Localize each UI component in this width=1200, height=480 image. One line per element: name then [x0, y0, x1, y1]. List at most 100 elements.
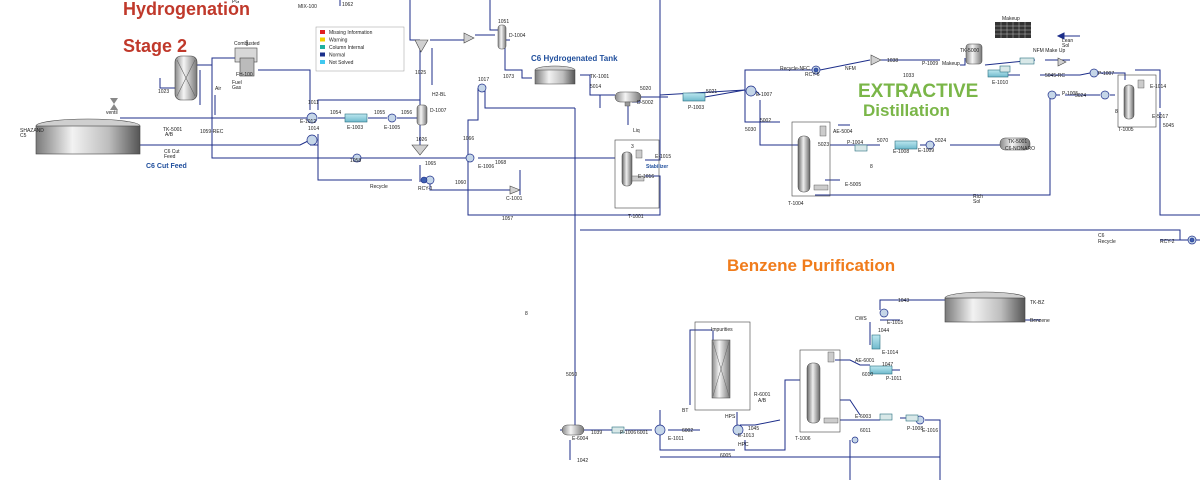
label-impurities: Impurities	[711, 327, 733, 333]
storage-tank-tk5001[interactable]	[35, 118, 141, 155]
column-t1001[interactable]	[614, 139, 660, 209]
label-s1066: 1066	[463, 136, 474, 142]
label-t1004: T-1004	[788, 201, 804, 207]
c6-tank-caption: C6 Hydrogenated Tank	[531, 54, 618, 63]
drum-d1004[interactable]	[497, 24, 507, 50]
label-d1004: D-1004	[509, 33, 526, 39]
label-liq: Liq	[633, 128, 640, 134]
label-pg: PG	[232, 0, 239, 5]
heat-exchangers[interactable]	[344, 69, 1009, 375]
tank-c6-nonaro[interactable]	[999, 137, 1031, 151]
drum-e6004[interactable]	[561, 424, 585, 436]
label-p1006: P-1006	[620, 430, 636, 436]
legend-label: Missing Information	[329, 30, 373, 36]
label-c1001: C-1001	[506, 196, 523, 202]
label-s1044: 1044	[878, 328, 889, 334]
label-s1017: 1017	[478, 77, 489, 83]
reactor-r6001[interactable]	[694, 321, 751, 411]
legend-swatch	[320, 45, 325, 49]
recycle-blocks[interactable]	[420, 67, 1195, 243]
label-s6001: 6001	[637, 430, 648, 436]
pumps[interactable]	[611, 57, 1035, 434]
label-shazand: SHAZAND	[20, 128, 44, 134]
label-t1006: T-1006	[795, 436, 811, 442]
label-tk5000: TK-5000	[960, 48, 979, 54]
mixers-compressors[interactable]	[411, 32, 1067, 195]
label-e1014: E-1014	[1150, 84, 1166, 90]
reactor-vessel[interactable]	[174, 55, 198, 101]
label-d1007: D-1007	[430, 108, 447, 114]
label-s5070: 5070	[877, 138, 888, 144]
label-s1011: 1011	[308, 100, 319, 106]
label-c5: C5	[20, 133, 27, 139]
label-rcy6: RCY-6	[805, 72, 820, 78]
label-makeup: Makeup	[942, 61, 960, 67]
label-s1056: 1056	[401, 110, 412, 116]
legend-swatch	[320, 52, 325, 57]
section-stage2-title: Stage 2	[123, 36, 187, 56]
stream-lines	[120, 0, 1200, 480]
drum-d1007[interactable]	[416, 104, 428, 126]
label-s5050: 5050	[566, 372, 577, 378]
label-s5023: 5023	[818, 142, 829, 148]
label-s1023: 1023	[158, 89, 169, 95]
label-s1015: E-1015	[655, 154, 671, 160]
label-s5021: 5021	[706, 89, 717, 95]
legend-swatch	[320, 60, 325, 64]
label-mix100: MIX-100	[298, 4, 317, 10]
makeup-tank-tk5000[interactable]	[965, 43, 983, 65]
label-s5014: 5014	[590, 84, 601, 90]
label-tk5001b: TK-5001	[1008, 139, 1027, 145]
column-t1006[interactable]	[799, 349, 841, 433]
label-fuel: Fuel	[232, 80, 242, 86]
label-p1011: P-1011	[886, 376, 902, 382]
label-r6001: R-6001	[754, 392, 771, 398]
label-s1058: 1058	[350, 158, 361, 164]
label-s5045: 5045	[1163, 123, 1174, 129]
label-s1054: 1054	[330, 110, 341, 116]
fired-heater-fh100[interactable]	[234, 40, 258, 77]
label-sol: Sol	[1062, 43, 1069, 49]
column-t1005[interactable]	[1117, 74, 1157, 128]
label-s5045rc: 5045-RC	[1045, 73, 1065, 79]
label-s5020: 5020	[640, 86, 651, 92]
label-hpc: HPC	[738, 442, 749, 448]
small-units[interactable]	[306, 65, 1197, 444]
label-e1003: E-1003	[347, 125, 363, 131]
label-e1016b: E-1016	[922, 428, 938, 434]
lean-sol-arrow	[1056, 32, 1080, 40]
label-ab2: A/B	[758, 398, 767, 404]
label-p1009: P-1009	[922, 61, 938, 67]
label-tk5001: TK-5001	[163, 127, 182, 133]
label-recycle2: Recycle	[1098, 239, 1116, 245]
label-s1062: 1062	[342, 2, 353, 8]
column-t1004[interactable]	[791, 121, 831, 197]
label-s1068: 1068	[495, 160, 506, 166]
label-s1060: 1060	[455, 180, 466, 186]
label-fh100: FH-100	[236, 72, 253, 78]
label-lean: Lean	[1062, 38, 1073, 44]
label-combusted: Combusted	[234, 41, 260, 47]
label-s8b: 8	[1115, 109, 1118, 115]
c6-hydrogenated-tank[interactable]	[534, 65, 576, 85]
label-c6nonaro: C6-NONARO	[1005, 146, 1035, 152]
label-recycle: Recycle	[370, 184, 388, 190]
legend-label: Not Solved	[329, 60, 354, 66]
vent-valve[interactable]	[110, 98, 118, 110]
label-tk1001: TK-1001	[590, 74, 609, 80]
drum-d5002[interactable]	[614, 91, 642, 107]
label-s6011: 6011	[860, 428, 871, 434]
label-s5024b: 5024	[1075, 93, 1086, 99]
benzene-tank-tkbz[interactable]	[944, 291, 1026, 323]
label-s1045: 1045	[748, 426, 759, 432]
label-makeupl: Makeup	[1002, 16, 1020, 22]
label-s1039: 1039	[591, 430, 602, 436]
label-e1014b: E-1014	[882, 350, 898, 356]
label-s1026: 1026	[416, 137, 427, 143]
label-c6rec: C6	[1098, 233, 1105, 239]
label-p1008: P-1008	[907, 426, 923, 432]
label-s1059rec: 1059-REC	[200, 129, 224, 135]
